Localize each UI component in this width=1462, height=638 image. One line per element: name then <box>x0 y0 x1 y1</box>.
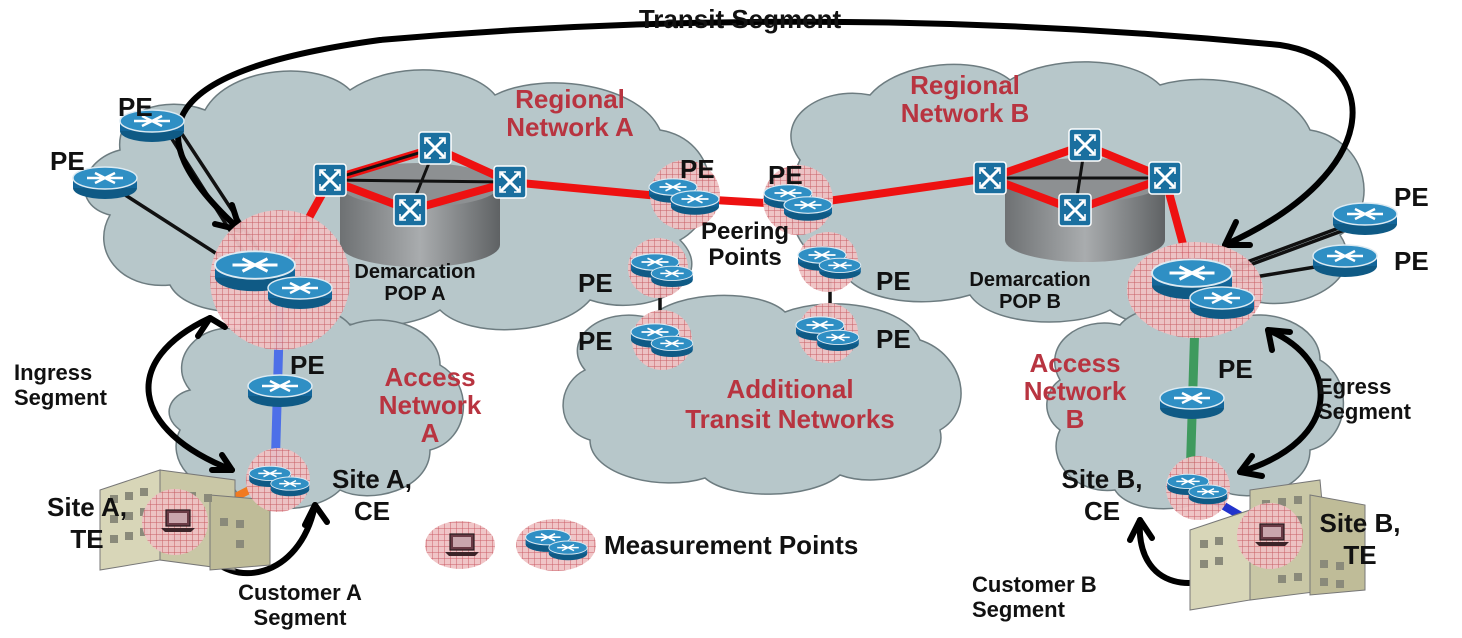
pe-label: PE <box>578 326 613 356</box>
switch-icon <box>1147 160 1183 196</box>
router-icon <box>1311 243 1379 279</box>
switch-icon <box>492 164 528 200</box>
router-icon <box>818 257 862 280</box>
router-icon <box>1188 484 1228 505</box>
switch-icon <box>312 162 348 198</box>
router-icon <box>1158 385 1226 421</box>
switch-icon <box>972 160 1008 196</box>
pe-label: PE <box>876 324 911 354</box>
pe-label: PE <box>578 268 613 298</box>
switch-icon <box>1057 192 1093 228</box>
pe-label: PE <box>50 146 85 176</box>
router-icon <box>1188 285 1256 321</box>
site-a-te-label: Site A,TE <box>47 492 127 554</box>
pe-label: PE <box>1394 246 1429 276</box>
pe-label: PE <box>680 154 715 184</box>
router-icon <box>670 189 720 216</box>
router-icon <box>650 335 694 358</box>
router-icon <box>548 540 588 561</box>
ingress-segment-arrow <box>145 315 235 473</box>
router-icon <box>1331 201 1399 237</box>
pe-label: PE <box>118 92 153 122</box>
switch-icon <box>392 192 428 228</box>
switch-icon <box>1067 127 1103 163</box>
switch-icon <box>417 130 453 166</box>
egress-segment-arrow <box>1237 327 1324 479</box>
router-icon <box>266 275 334 311</box>
site-b-te-label: Site B,TE <box>1319 508 1401 570</box>
site-a-ce-label: Site A,CE <box>332 464 412 526</box>
transit-segment-label: Transit Segment <box>638 4 842 34</box>
laptop-icon <box>444 533 480 557</box>
laptop-icon <box>160 509 196 533</box>
pe-label: PE <box>290 350 325 380</box>
pe-label: PE <box>876 266 911 296</box>
legend-measurement-points-label: Measurement Points <box>604 530 859 560</box>
router-icon <box>783 195 833 222</box>
pe-label: PE <box>1218 354 1253 384</box>
router-icon <box>816 329 860 352</box>
router-icon <box>270 476 310 497</box>
pe-label: PE <box>768 160 803 190</box>
laptop-icon <box>1254 523 1290 547</box>
pe-label: PE <box>1394 182 1429 212</box>
site-b-ce-label: Site B,CE <box>1061 464 1143 526</box>
